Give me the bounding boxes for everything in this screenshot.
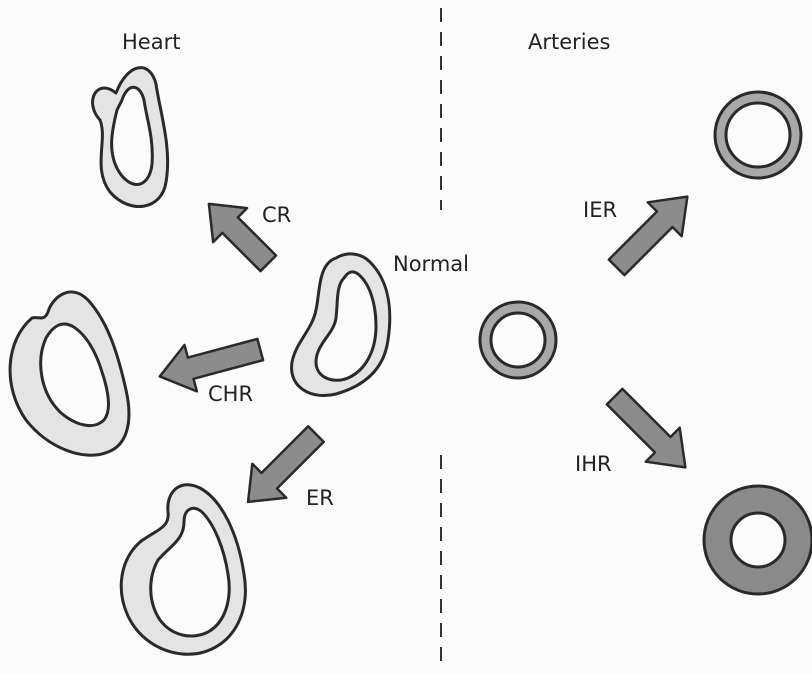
artery-normal [480,302,556,378]
ihr-label: IHR [575,454,612,475]
arrow-ihr [598,380,703,485]
arteries-column-title: Arteries [528,32,610,53]
normal-label: Normal [393,254,469,275]
ier-label: IER [583,200,617,221]
heart-er-shape [121,485,245,655]
heart-cr-shape [93,68,168,207]
chr-label: CHR [208,384,253,405]
cr-label: CR [262,205,291,226]
heart-chr-shape [10,292,129,455]
arrow-cr [192,187,285,280]
arrow-ier [600,180,705,285]
heart-column-title: Heart [122,32,180,53]
artery-ihr [704,486,812,594]
heart-normal-shape [292,254,390,396]
artery-ier [715,92,801,178]
er-label: ER [306,488,334,509]
